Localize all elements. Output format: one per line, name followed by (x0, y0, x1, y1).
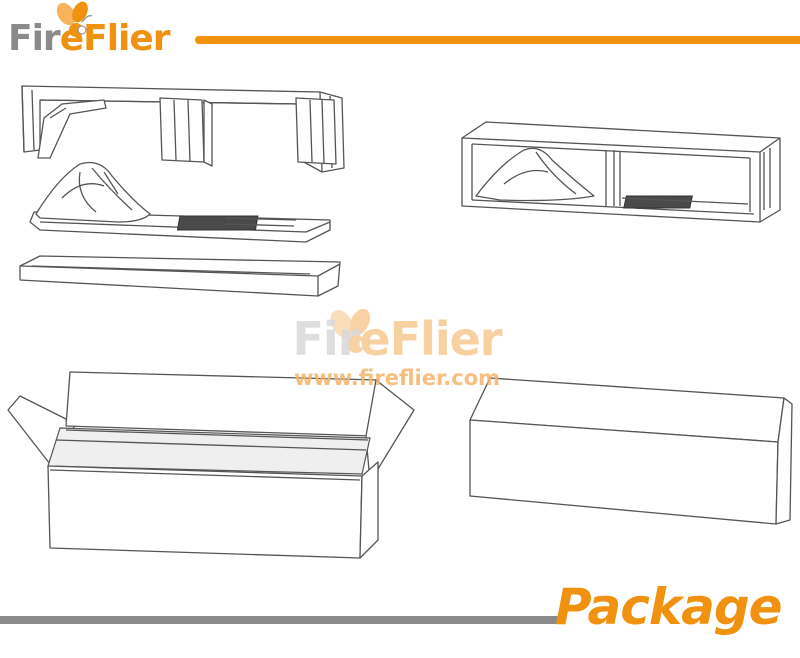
watermark-wordmark: FireFlier (292, 312, 503, 366)
open-carton (7, 371, 415, 559)
closed-carton (469, 377, 793, 525)
assembled-packing-view (461, 121, 781, 223)
header-rule (195, 36, 800, 44)
watermark-url: www.fireflier.com (293, 366, 501, 390)
watermark: FireFlier www.fireflier.com (272, 316, 522, 390)
footer-rule (0, 616, 560, 624)
exploded-packing-view (19, 85, 345, 297)
bottom-tray (19, 255, 341, 297)
watermark-firefly-icon (330, 308, 371, 353)
heater-unit (29, 161, 331, 243)
page-caption: Package (555, 578, 783, 636)
top-frame (21, 85, 345, 173)
